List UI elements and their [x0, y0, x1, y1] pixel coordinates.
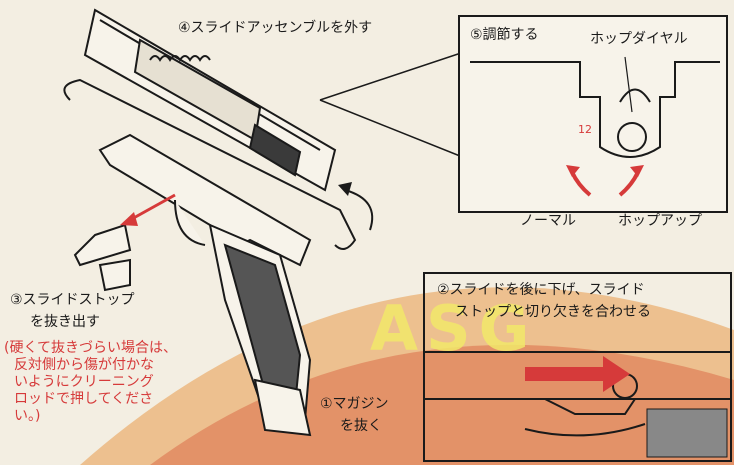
slide-align-inset: ②スライドを後に下げ、スライド ストップと切り欠きを合わせる [423, 272, 732, 462]
rotation-arrow [344, 189, 374, 231]
step3-line1: ③スライドストップ [10, 292, 135, 308]
rotation-arrowhead [338, 182, 352, 196]
step5-label: ⑤調節する [470, 27, 539, 43]
step2-line2: ストップと切り欠きを合わせる [455, 304, 651, 320]
extract-arrowhead [120, 212, 138, 226]
hop-dial-drawing [470, 56, 720, 197]
step4-label: ④スライドアッセンブルを外す [178, 20, 373, 36]
warning-note: (硬くて抜きづらい場合は、 反対側から傷が付かな いようにクリーニング ロッドで… [4, 340, 177, 425]
hop-dial-circle [617, 122, 647, 152]
magazine [253, 378, 312, 437]
guide-rail [63, 78, 357, 250]
push-arrowhead [603, 356, 630, 392]
note-line-4: ロッドで押してくださ [14, 391, 154, 407]
frame [98, 133, 312, 267]
recoil-spring [149, 55, 211, 62]
note-line-2: 反対側から傷が付かな [14, 357, 154, 373]
hop-dial-inset: ⑤調節する ホップダイヤル 12 ノーマル ホップアップ [458, 15, 728, 229]
hop-dial-label: ホップダイヤル [590, 31, 688, 47]
step1-line1: ①マガジン [320, 396, 389, 412]
slide-assembly [83, 8, 337, 192]
normal-arrow [570, 171, 592, 197]
step2-line1: ②スライドを後に下げ、スライド [437, 282, 645, 298]
extract-arrow-line [129, 193, 176, 222]
note-line-3: いようにクリーニング [14, 374, 154, 390]
slide-align-drawing [425, 351, 730, 458]
note-line-5: い。) [14, 408, 41, 424]
normal-label: ノーマル [520, 213, 576, 229]
note-line-1: (硬くて抜きづらい場合は、 [4, 340, 178, 356]
checkered-grip [646, 408, 728, 458]
step3-line2: を抜き出す [30, 314, 100, 330]
slide-stop-part [73, 223, 132, 292]
hopup-label: ホップアップ [618, 213, 702, 229]
dial-marks: 12 [578, 123, 592, 136]
step1-line2: を抜く [340, 418, 382, 434]
hopup-arrow [618, 171, 640, 197]
